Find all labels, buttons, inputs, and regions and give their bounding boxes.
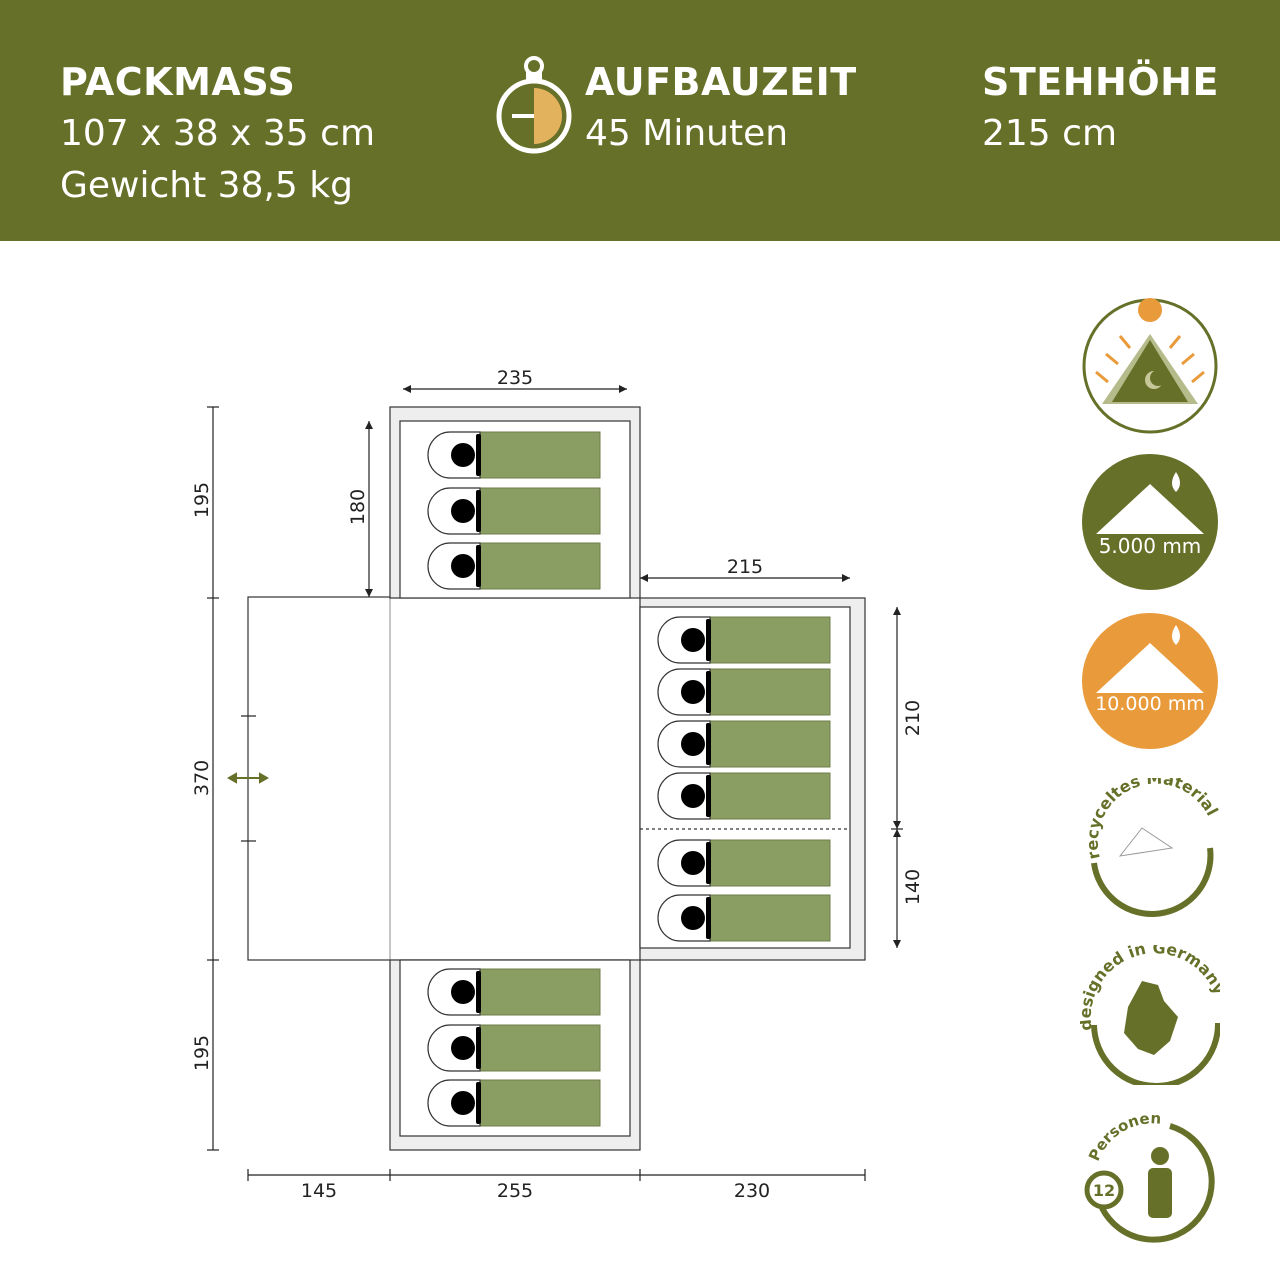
dim-195-top: 195 [191,482,213,518]
height-title: STEHHÖHE [982,60,1219,104]
header-banner: PACKMASS 107 x 38 x 35 cm Gewicht 38,5 k… [0,0,1280,241]
living-area [389,596,641,961]
sleeping-bag-icon [657,894,831,942]
sun-heat-reflect-icon [1082,298,1218,434]
person-icon: 12 Personen [1084,1109,1215,1243]
pack-title: PACKMASS [60,60,296,104]
recycled-label: recyceltes Material [1083,769,1222,862]
tent-rain-icon [1082,454,1218,590]
setup-value: 45 Minuten [585,113,789,154]
floor-plan: 235 215 180 195 370 195 210 140 145 255 … [191,367,924,1202]
waterproof-fly-badge: 5.000 mm [1080,452,1220,592]
standing-height-block: STEHHÖHE 215 cm [982,56,1219,160]
setup-time-block: AUFBAUZEIT 45 Minuten [585,56,857,160]
sleeping-bag-icon [657,772,831,820]
dim-370: 370 [191,760,213,796]
dim-255: 255 [497,1180,533,1202]
sleeping-bag-icon [427,968,601,1016]
sleeping-bag-icon [657,720,831,768]
sleeping-bag-icon [427,487,601,535]
height-value: 215 cm [982,113,1118,154]
recycled-tent-icon: recyceltes Material [1083,769,1222,917]
fly-rating: 5.000 mm [1098,534,1202,558]
sleeping-bag-icon [427,1079,601,1127]
sleeping-bag-icon [657,616,831,664]
persons-label: Personen [1085,1109,1162,1163]
designed-in-germany-badge: designed in Germany [1076,938,1229,1089]
dim-140: 140 [902,869,924,905]
sleeping-bag-icon [657,839,831,887]
door-arrow-icon [226,772,270,784]
dim-215: 215 [727,556,763,578]
sleeping-bag-icon [427,542,601,590]
waterproof-floor-badge: 10.000 mm [1080,611,1220,751]
dim-195-bottom: 195 [191,1035,213,1071]
dim-180: 180 [347,489,369,525]
setup-title: AUFBAUZEIT [585,60,857,104]
dim-145: 145 [301,1180,337,1202]
dim-210: 210 [902,700,924,736]
dim-230: 230 [734,1180,770,1202]
vestibule-left [247,596,391,961]
sleeping-bag-icon [427,431,601,479]
pack-dims: 107 x 38 x 35 cm [60,113,376,154]
tent-floor-icon [1082,613,1218,749]
floor-rating: 10.000 mm [1095,693,1205,715]
svg-text:Personen: Personen [1085,1112,1162,1164]
pack-weight: Gewicht 38,5 kg [60,165,353,206]
dim-235: 235 [497,367,533,389]
persons-count: 12 [1093,1181,1115,1200]
svg-text:recyceltes Material: recyceltes Material [1083,778,1220,861]
recycled-material-badge: recyceltes Material [1080,769,1222,918]
stopwatch-icon [496,56,572,154]
pack-size-block: PACKMASS 107 x 38 x 35 cm Gewicht 38,5 k… [60,56,375,212]
sleeping-bag-icon [657,668,831,716]
germany-map-icon: designed in Germany [1076,938,1229,1089]
persons-badge: 12 Personen [1080,1109,1220,1252]
sleeping-bag-icon [427,1024,601,1072]
